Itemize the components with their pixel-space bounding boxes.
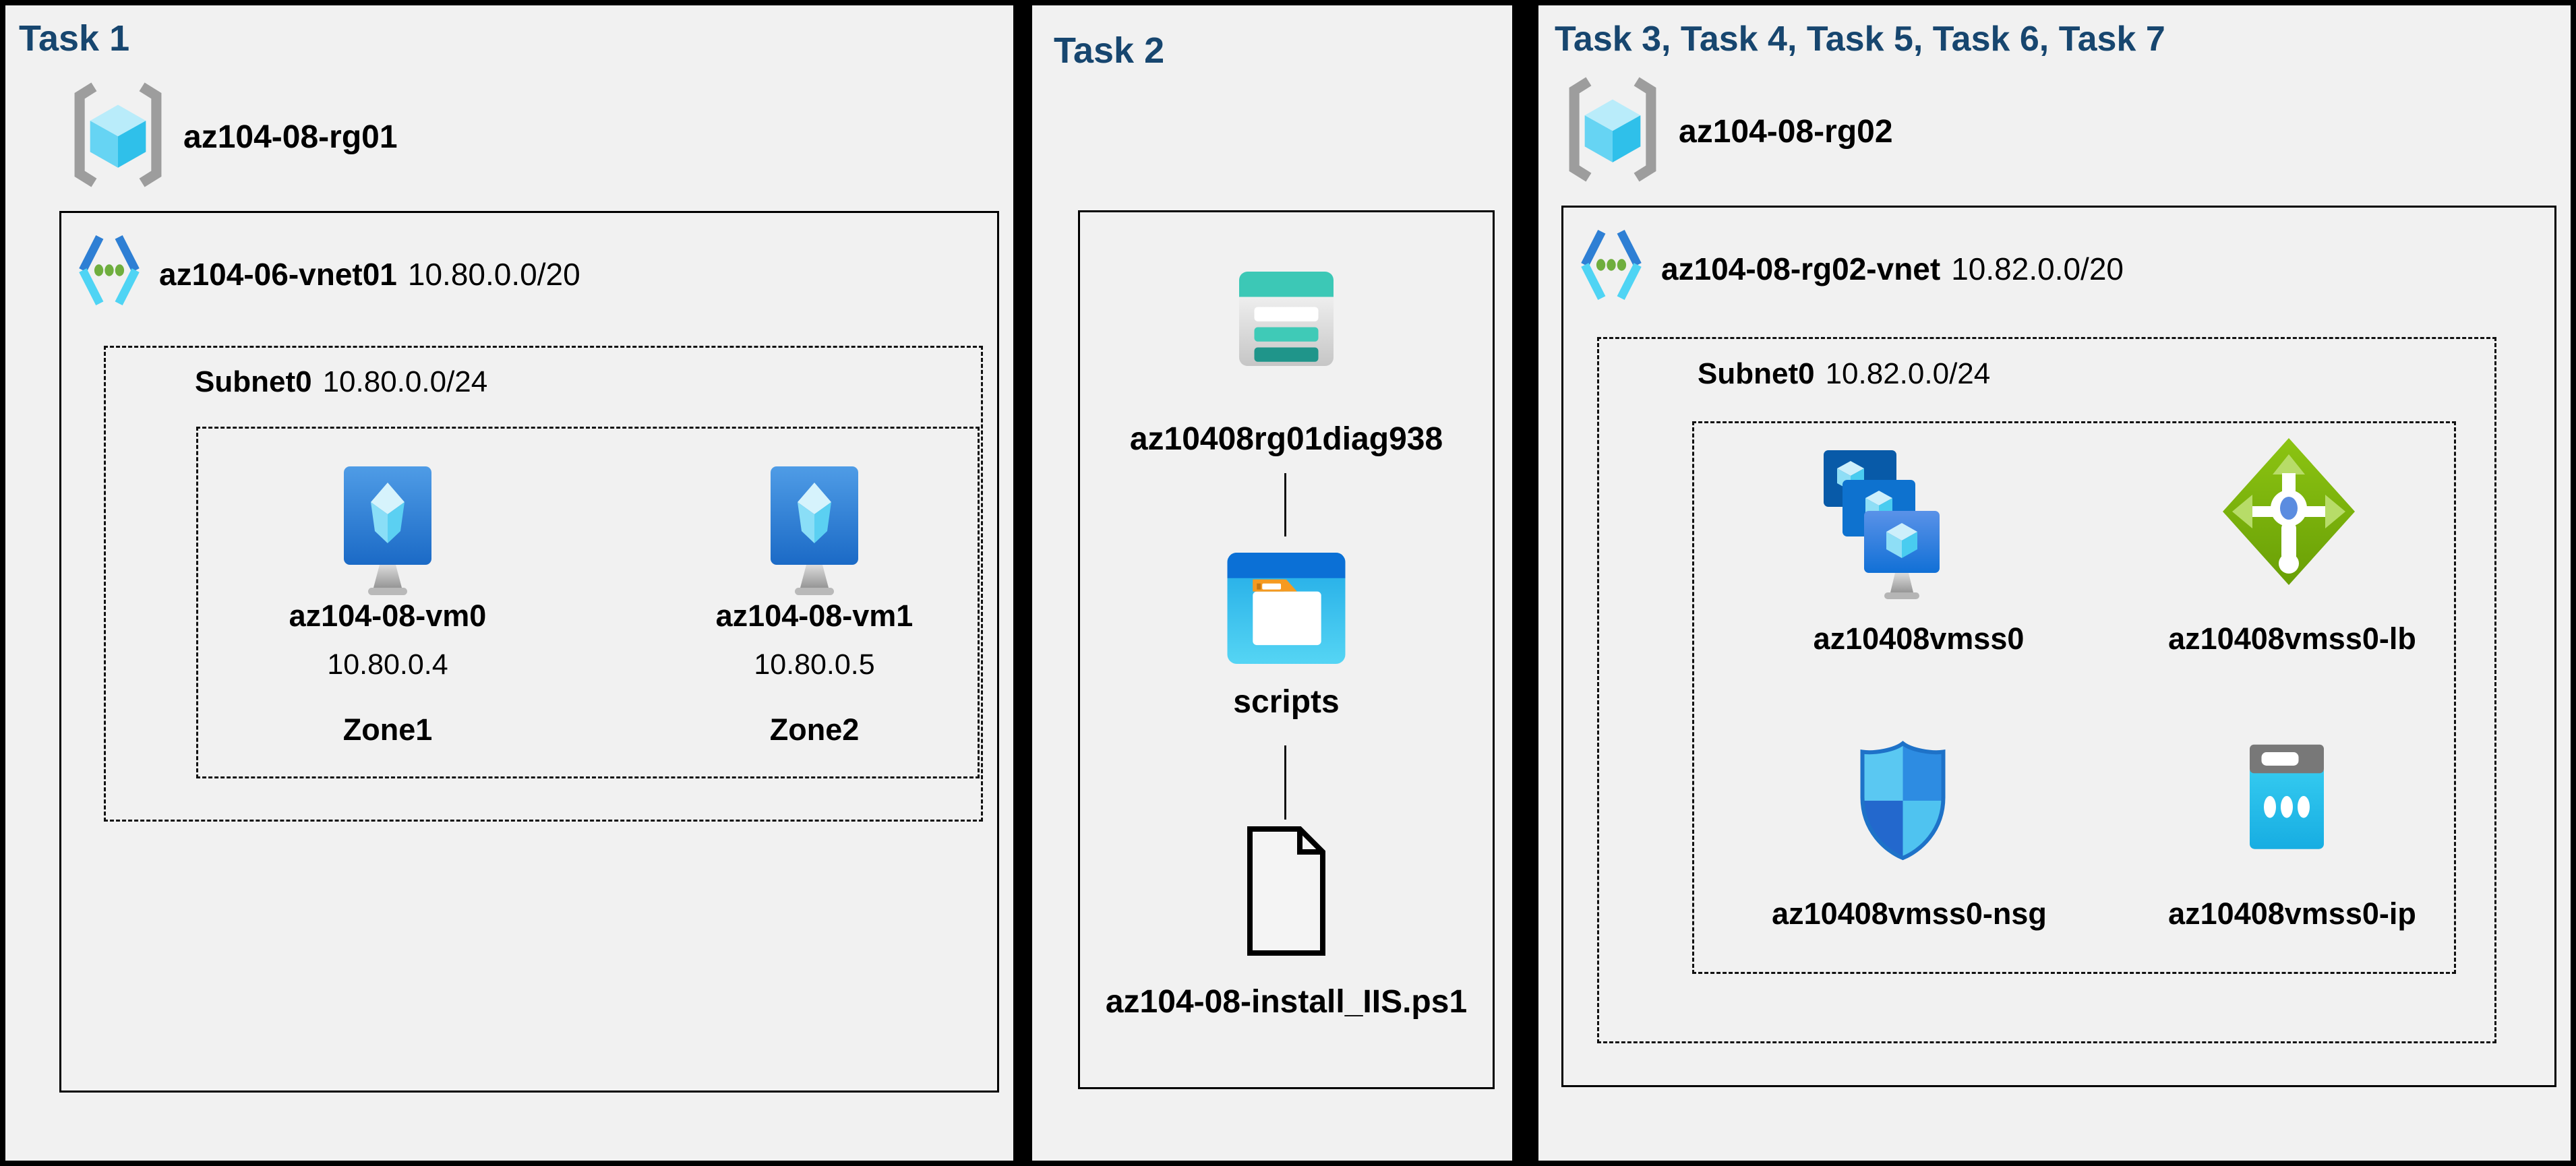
vm-ip: 10.80.0.4 (327, 648, 448, 681)
subnet-name: Subnet0 (195, 365, 312, 398)
vnet-name: az104-08-rg02-vnet (1661, 251, 1941, 286)
task1-subnet-box (104, 346, 983, 822)
public-ip-label: az10408vmss0-ip (2168, 896, 2416, 931)
task3-vnet-box (1561, 206, 2556, 1087)
storage-account-label: az10408rg01diag938 (1129, 421, 1443, 457)
vm1-labels: az104-08-vm1 10.80.0.5 Zone2 (673, 599, 956, 747)
task2-box (1078, 210, 1495, 1089)
connector-line (1284, 745, 1286, 820)
network-security-group-label: az10408vmss0-nsg (1772, 896, 2047, 931)
storage-account-icon (1236, 268, 1337, 369)
virtual-network-icon (1578, 221, 1645, 309)
resource-group-label: az104-08-rg01 (183, 119, 398, 155)
resource-group-icon (64, 78, 172, 192)
vm-scale-set-icon (1824, 443, 1948, 604)
vnet-cidr: 10.80.0.0/20 (407, 257, 580, 292)
task3-resources-box (1692, 421, 2456, 974)
vmss-label: az10408vmss0 (1813, 621, 2025, 656)
vm-zone: Zone2 (769, 712, 860, 747)
vnet-label: az104-06-vnet01 10.80.0.0/20 (159, 256, 580, 293)
task2-heading: Task 2 (1054, 30, 1165, 71)
load-balancer-label: az10408vmss0-lb (2168, 621, 2416, 656)
container-label: scripts (1233, 684, 1340, 720)
subnet-cidr: 10.80.0.0/24 (322, 365, 488, 398)
load-balancer-icon (2221, 437, 2356, 586)
resource-group-icon (1559, 72, 1667, 187)
vm-name: az104-08-vm1 (715, 599, 913, 633)
blob-container-icon (1226, 551, 1347, 665)
virtual-machine-icon (342, 465, 433, 600)
task3-heading: Task 3, Task 4, Task 5, Task 6, Task 7 (1555, 20, 2165, 59)
network-security-group-icon (1857, 740, 1948, 861)
vnet-name: az104-06-vnet01 (159, 257, 397, 292)
virtual-network-icon (76, 226, 143, 314)
panel-task3: Task 3, Task 4, Task 5, Task 6, Task 7 (1538, 5, 2571, 1161)
subnet-cidr: 10.82.0.0/24 (1825, 357, 1991, 390)
vm-ip: 10.80.0.5 (754, 648, 875, 681)
virtual-machine-icon (769, 465, 860, 600)
subnet-name: Subnet0 (1698, 357, 1815, 390)
vnet-label: az104-08-rg02-vnet 10.82.0.0/20 (1661, 251, 2124, 287)
task1-vnet-box (59, 211, 999, 1093)
file-label: az104-08-install_IIS.ps1 (1105, 984, 1468, 1020)
public-ip-icon (2240, 743, 2334, 853)
task1-vm-zone-box (196, 427, 980, 778)
vm-zone: Zone1 (342, 712, 433, 747)
subnet-label: Subnet0 10.80.0.0/24 (195, 365, 487, 399)
vm-name: az104-08-vm0 (289, 599, 487, 633)
panel-task1: Task 1 az104-08-rg01 (5, 5, 1013, 1161)
vm0-labels: az104-08-vm0 10.80.0.4 Zone1 (246, 599, 529, 747)
task3-subnet-box (1597, 337, 2496, 1043)
vnet-cidr: 10.82.0.0/20 (1951, 251, 2124, 286)
task1-heading: Task 1 (19, 18, 130, 59)
subnet-label: Subnet0 10.82.0.0/24 (1698, 357, 1990, 391)
powershell-file-icon (1240, 825, 1332, 957)
connector-line (1284, 473, 1286, 536)
resource-group-label: az104-08-rg02 (1679, 114, 1893, 150)
